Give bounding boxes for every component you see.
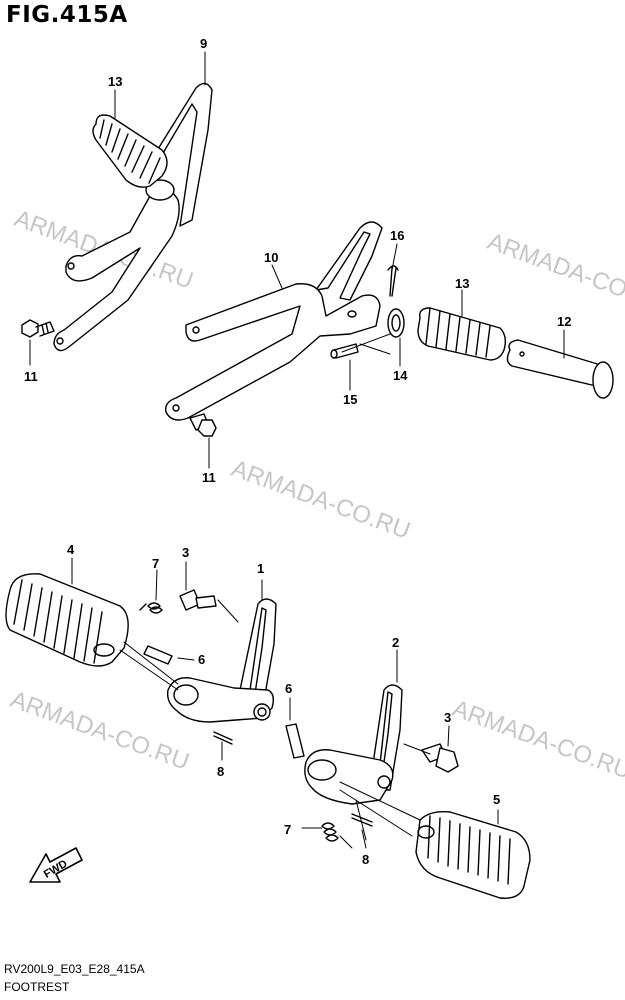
callout-number: 7	[152, 556, 159, 571]
bolt-11-upper	[21, 319, 55, 338]
spring-7-upper	[139, 602, 163, 614]
callout-number: 4	[67, 542, 75, 557]
bolt-3-lower	[421, 743, 459, 773]
footrest-peg-4	[5, 573, 129, 667]
callout-number: 8	[217, 764, 224, 779]
rear-footrest-bracket-right	[165, 221, 383, 421]
leader-lines	[29, 51, 565, 849]
callout-number: 13	[455, 276, 469, 291]
callout-number: 6	[285, 681, 292, 696]
front-footrest-bracket-left	[166, 598, 277, 723]
diagram-caption: FOOTREST	[4, 980, 70, 994]
callout-number: 11	[24, 369, 38, 384]
callout-number: 9	[200, 36, 207, 51]
bolt-3-upper	[179, 589, 217, 611]
callout-numbers: 9 13 11 10 16 13 12 14 15 11 4 7 3 1 6 2…	[24, 36, 571, 867]
pin-6-left	[143, 645, 173, 665]
pin-6-right	[285, 723, 305, 759]
bolt-11-lower	[189, 413, 217, 437]
callout-number: 3	[182, 545, 189, 560]
footrest-rubber-right	[417, 307, 507, 361]
cotter-pin-8-left	[213, 731, 233, 745]
spring-7-lower	[321, 822, 339, 842]
pin-12	[506, 339, 614, 399]
callout-number: 1	[257, 561, 264, 576]
callout-number: 6	[198, 652, 205, 667]
callout-number: 12	[557, 314, 571, 329]
callout-number: 5	[493, 792, 500, 807]
footrest-rubber-left	[92, 114, 168, 188]
callout-number: 16	[390, 228, 404, 243]
callout-number: 10	[264, 250, 278, 265]
cotter-pin-16	[387, 265, 399, 297]
rear-footrest-bracket-left	[53, 82, 213, 352]
callout-number: 15	[343, 392, 357, 407]
diagram-code: RV200L9_E03_E28_415A	[4, 962, 145, 976]
fwd-arrow-icon: FWD	[29, 847, 83, 883]
footrest-peg-5	[415, 810, 531, 899]
callout-number: 14	[393, 368, 408, 383]
callout-number: 8	[362, 852, 369, 867]
callout-number: 3	[444, 710, 451, 725]
washer-14	[387, 308, 405, 338]
callout-number: 13	[108, 74, 122, 89]
callout-number: 11	[202, 470, 216, 485]
callout-number: 7	[284, 822, 291, 837]
callout-number: 2	[392, 635, 399, 650]
front-footrest-bracket-right	[304, 684, 403, 805]
figure-title: FIG.415A	[6, 2, 128, 28]
